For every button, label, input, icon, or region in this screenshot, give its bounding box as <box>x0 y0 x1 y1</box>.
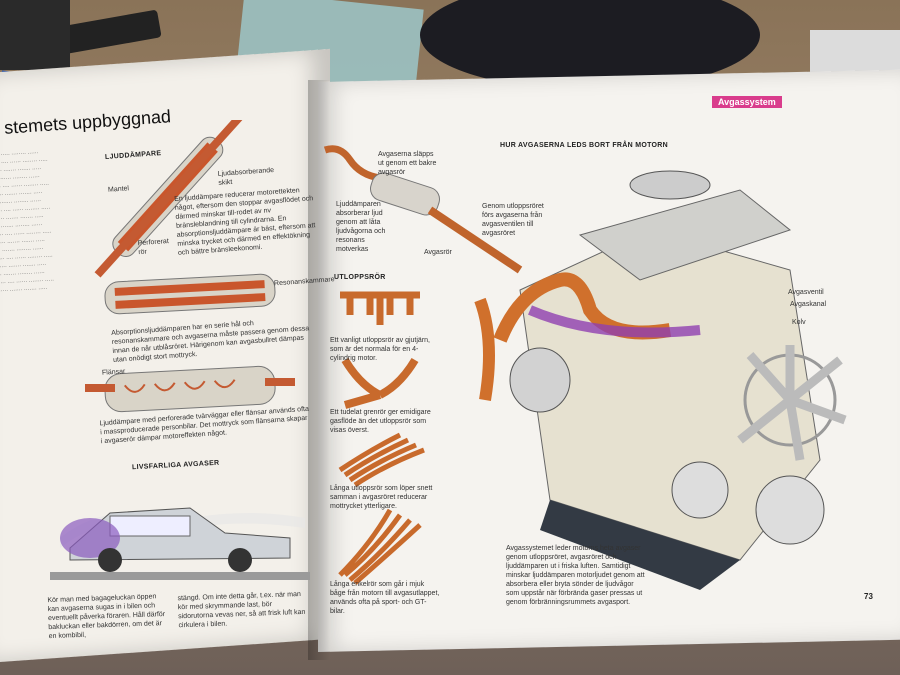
outlet-heading: UTLOPPSRÖR <box>334 274 386 281</box>
system-description: Avgassystemet leder motorns heta avgaser… <box>506 545 645 606</box>
label-pipe: Avgasrör <box>424 249 452 256</box>
exhaust-system-illustration <box>323 145 847 590</box>
label-exhaust-port: Avgaskanal <box>790 301 827 308</box>
book-gutter <box>308 80 330 660</box>
label-manifold: Genom utloppsröret förs avgaserna från a… <box>482 203 544 237</box>
left-bottom-text-1: Kör man med bagageluckan öppen kan avgas… <box>47 593 166 641</box>
diagram-title: HUR AVGASERNA LEDS BORT FRÅN MOTORN <box>500 142 668 149</box>
outlet-caption-2: Ett tudelat grenrör ger emidigare gasflö… <box>330 409 431 434</box>
page-number: 73 <box>864 592 873 601</box>
outlet-pipe-drawings <box>338 291 425 585</box>
outlet-caption-4: Långa enkelrör som går i mjuk båge från … <box>330 581 440 615</box>
label-piston: Kolv <box>792 319 806 326</box>
muffler-part-1: Ljudabsorberande skikt <box>217 166 275 187</box>
outlet-caption-3: Långa utloppsrör som löper snett samman … <box>330 485 433 510</box>
muffler-text: En ljuddämpare reducerar motorettekten n… <box>174 187 316 257</box>
label-tailpipe: Avgaserna släpps ut genom ett bakre avga… <box>378 151 437 176</box>
label-muffler: Ljuddämparen absorberar ljud genom att l… <box>336 201 386 253</box>
muffler-part-3: Perforerat rör <box>137 238 170 257</box>
label-exhaust-valve: Avgasventil <box>788 289 824 296</box>
outlet-caption-1: Ett vanligt utloppsrör av gjutjärn, som … <box>330 337 430 362</box>
muffler-part-2: Mantel <box>107 185 130 194</box>
left-bottom-text-2: stängd. Om inte detta går, t.ex. när man… <box>177 590 306 630</box>
section-tag: Avgassystem <box>712 96 782 108</box>
car-illustration <box>50 507 310 580</box>
muffler-illustrations <box>85 120 295 413</box>
baffle-label: Flänsar <box>101 368 126 377</box>
